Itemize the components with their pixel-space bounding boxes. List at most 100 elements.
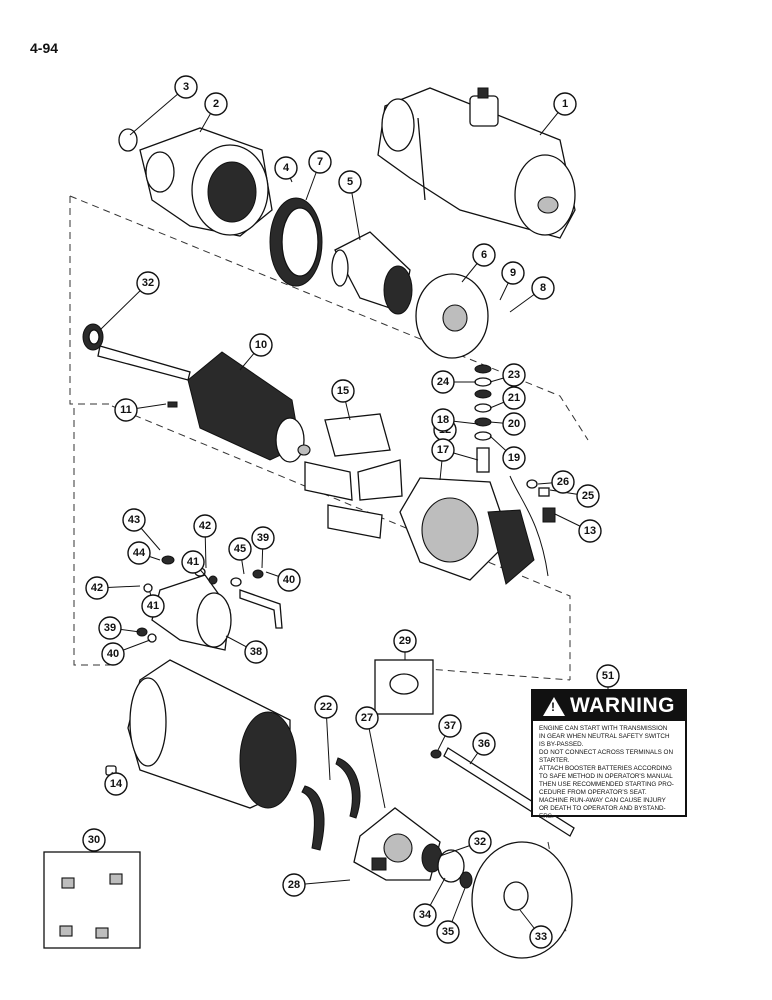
callout-42: 42 xyxy=(193,514,217,538)
warning-line: THEN USE RECOMMENDED STARTING PRO- xyxy=(539,781,674,788)
warning-line: IN GEAR WHEN NEUTRAL SAFETY SWITCH xyxy=(539,733,670,740)
end-bushing xyxy=(437,849,465,883)
motor-frame xyxy=(127,659,297,809)
callout-number: 5 xyxy=(347,176,353,188)
callout-26: 26 xyxy=(551,470,575,494)
callout-bubble xyxy=(472,243,496,267)
callout-9: 9 xyxy=(501,261,525,285)
callout-bubble xyxy=(438,714,462,738)
callout-39: 39 xyxy=(98,616,122,640)
thrust-washer-top xyxy=(82,323,104,351)
callout-bubble xyxy=(468,830,492,854)
warning-line: OR DEATH TO OPERATOR AND BYSTAND- xyxy=(539,805,666,812)
warning-title: WARNING xyxy=(570,694,675,717)
callout-bubble xyxy=(101,642,125,666)
warning-line: DO NOT CONNECT ACROSS TERMINALS ON xyxy=(539,749,674,756)
callout-bubble xyxy=(596,664,620,688)
callout-number: 40 xyxy=(107,648,119,660)
callout-34: 34 xyxy=(413,903,437,927)
callout-5: 5 xyxy=(338,170,362,194)
callout-number: 13 xyxy=(584,525,596,537)
callout-2: 2 xyxy=(204,92,228,116)
gasket-ring xyxy=(269,197,323,287)
callout-bubble xyxy=(529,925,553,949)
callout-number: 2 xyxy=(213,98,219,110)
callout-leader-3 xyxy=(129,86,187,136)
callout-bubble xyxy=(314,695,338,719)
callout-41: 41 xyxy=(181,550,205,574)
callout-number: 26 xyxy=(557,476,569,488)
callout-4: 4 xyxy=(274,156,298,180)
brush-springs xyxy=(301,757,361,851)
callout-24: 24 xyxy=(431,370,455,394)
callout-25: 25 xyxy=(576,484,600,508)
callout-28: 28 xyxy=(282,873,306,897)
warning-triangle-icon: ! xyxy=(543,696,565,716)
callout-number: 23 xyxy=(508,369,520,381)
callout-44: 44 xyxy=(127,541,151,565)
callout-number: 41 xyxy=(147,600,159,612)
callout-number: 8 xyxy=(540,282,546,294)
terminal-hardware-stack xyxy=(474,364,492,473)
callout-bubble xyxy=(127,541,151,565)
callout-39: 39 xyxy=(251,526,275,550)
callout-21: 21 xyxy=(502,386,526,410)
callout-number: 38 xyxy=(250,646,262,658)
solenoid-hardware xyxy=(136,555,264,643)
center-plate xyxy=(415,273,489,359)
starter-motor-assembly xyxy=(377,87,576,239)
warning-line: TO SAFE METHOD IN OPERATOR'S MANUAL xyxy=(539,773,673,780)
warning-line: MACHINE RUN-AWAY CAN CAUSE INJURY xyxy=(539,797,666,804)
callout-23: 23 xyxy=(502,363,526,387)
callout-bubble xyxy=(244,640,268,664)
callout-number: 39 xyxy=(257,532,269,544)
callout-20: 20 xyxy=(502,412,526,436)
callout-bubble xyxy=(431,438,455,462)
callout-number: 14 xyxy=(110,778,123,790)
callout-bubble xyxy=(114,398,138,422)
callout-number: 40 xyxy=(283,574,295,586)
callout-number: 7 xyxy=(317,156,323,168)
callout-bubble xyxy=(249,333,273,357)
callout-32: 32 xyxy=(136,271,160,295)
callout-number: 42 xyxy=(199,520,211,532)
callout-bubble xyxy=(355,706,379,730)
drive-assembly xyxy=(331,231,413,315)
callout-bubble xyxy=(85,576,109,600)
field-coil-assembly xyxy=(399,475,549,585)
callout-bubble xyxy=(104,772,128,796)
end-washer xyxy=(459,871,473,889)
warning-line: CEDURE FROM OPERATOR'S SEAT. xyxy=(539,789,647,796)
callout-bubble xyxy=(431,370,455,394)
callout-number: 39 xyxy=(104,622,116,634)
callout-29: 29 xyxy=(393,629,417,653)
callout-leader-27 xyxy=(366,717,386,809)
callout-bubble xyxy=(277,568,301,592)
callout-number: 3 xyxy=(183,81,189,93)
callout-number: 10 xyxy=(255,339,267,351)
callout-group: 1234567891011121314151718192021222324252… xyxy=(82,75,620,949)
callout-7: 7 xyxy=(308,150,332,174)
callout-number: 1 xyxy=(562,98,568,110)
callout-27: 27 xyxy=(355,706,379,730)
callout-bubble xyxy=(501,261,525,285)
callout-3: 3 xyxy=(174,75,198,99)
callout-bubble xyxy=(502,412,526,436)
callout-number: 25 xyxy=(582,490,594,502)
callout-number: 32 xyxy=(474,836,486,848)
callout-bubble xyxy=(553,92,577,116)
callout-bubble xyxy=(578,519,602,543)
callout-10: 10 xyxy=(249,333,273,357)
callout-number: 15 xyxy=(337,385,349,397)
callout-number: 21 xyxy=(508,392,520,404)
callout-bubble xyxy=(331,379,355,403)
callout-bubble xyxy=(576,484,600,508)
callout-bubble xyxy=(338,170,362,194)
callout-bubble xyxy=(551,470,575,494)
callout-number: 42 xyxy=(91,582,103,594)
callout-45: 45 xyxy=(228,537,252,561)
warning-line: ATTACH BOOSTER BATTERIES ACCORDING xyxy=(539,765,672,772)
callout-41: 41 xyxy=(141,594,165,618)
callout-bubble xyxy=(174,75,198,99)
